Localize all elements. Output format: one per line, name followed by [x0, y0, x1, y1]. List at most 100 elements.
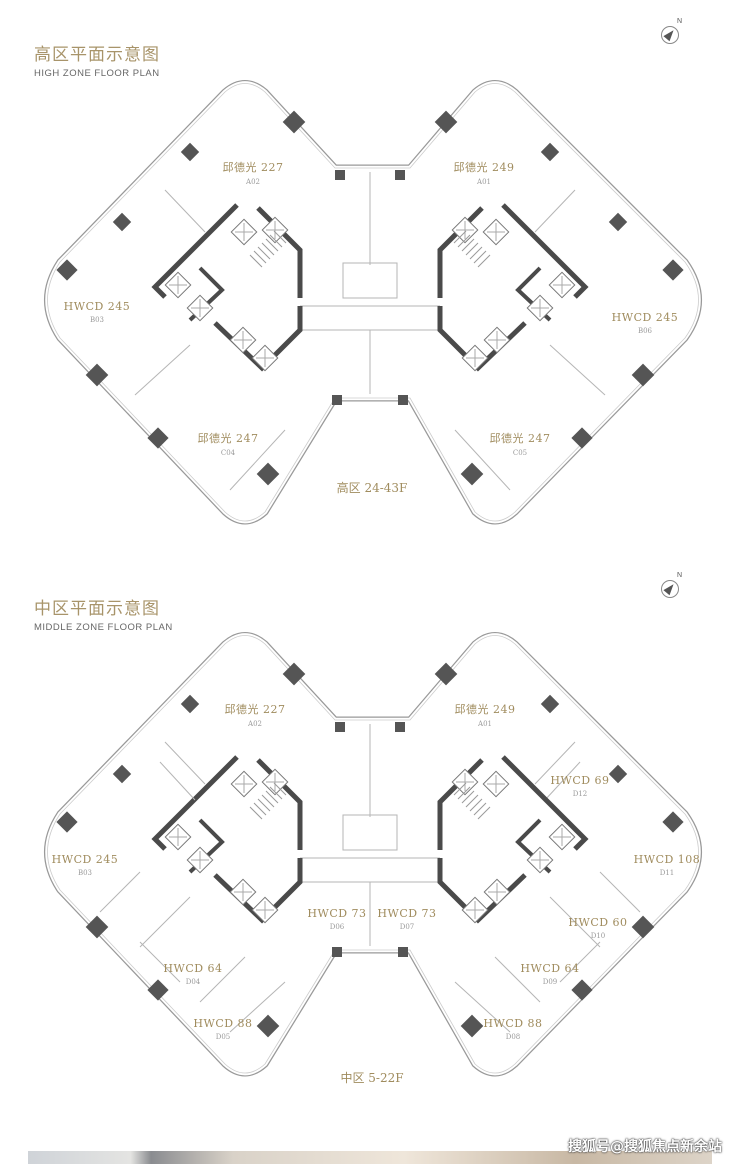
stair-tread	[469, 246, 483, 260]
stair-tread	[461, 238, 475, 252]
stair-tread	[465, 242, 479, 256]
partition-line	[199, 956, 246, 1003]
elevator-cross	[466, 349, 484, 367]
partition-line	[454, 981, 511, 1033]
stair-tread	[469, 798, 483, 812]
elevator-cross	[487, 223, 505, 241]
elevator-cross	[531, 299, 549, 317]
stair-tread	[269, 786, 283, 800]
stair-tread	[253, 250, 267, 264]
elevator-cross	[234, 883, 252, 901]
structural-column	[180, 142, 200, 162]
partition-line	[549, 896, 601, 948]
partition-line	[139, 896, 191, 948]
elevator-cross	[553, 828, 571, 846]
elevator-cross	[266, 773, 284, 791]
north-compass-icon: N	[661, 18, 682, 44]
stair-tread	[465, 794, 479, 808]
structural-column	[112, 764, 132, 784]
elevator-cross	[456, 773, 474, 791]
stair-tread	[457, 786, 471, 800]
structural-column	[434, 110, 458, 134]
structural-column	[662, 811, 684, 833]
stair-tread	[257, 798, 271, 812]
stair-tread	[273, 230, 287, 244]
stair-tread	[477, 806, 491, 820]
elevator-cross	[235, 223, 253, 241]
structural-column	[608, 212, 628, 232]
structural-column	[85, 915, 109, 939]
structural-column	[631, 915, 655, 939]
partition-line	[139, 941, 181, 983]
stair-tread	[473, 250, 487, 264]
elevator-cross	[169, 276, 187, 294]
partition-line	[99, 871, 141, 913]
exterior-glazing	[47, 83, 699, 522]
structural-column	[256, 462, 280, 486]
elevator-cross	[234, 331, 252, 349]
partition-line	[229, 429, 286, 491]
exterior-wall-inner	[45, 633, 701, 1076]
stair-tread	[477, 254, 491, 268]
north-compass-icon: N	[661, 572, 682, 598]
elevator-cross	[553, 276, 571, 294]
stair-tread	[457, 234, 471, 248]
structural-column	[180, 694, 200, 714]
structural-column	[332, 947, 342, 957]
structural-column	[460, 1014, 484, 1038]
elevator-cross	[256, 901, 274, 919]
elevator-cross	[256, 349, 274, 367]
partition-line	[559, 941, 601, 983]
stair-tread	[453, 230, 467, 244]
partition-line	[534, 189, 576, 233]
core-wall	[151, 203, 239, 299]
structural-column	[571, 427, 593, 449]
core-wall	[501, 203, 589, 299]
structural-column	[608, 764, 628, 784]
stair-tread	[269, 234, 283, 248]
structural-column	[540, 694, 560, 714]
structural-column	[256, 1014, 280, 1038]
elevator-cross	[191, 299, 209, 317]
structural-column	[631, 363, 655, 387]
stair-tread	[265, 238, 279, 252]
elevator-cross	[487, 775, 505, 793]
high-zone-floor-plan	[44, 80, 702, 525]
structural-column	[282, 110, 306, 134]
middle-zone-title: 中区平面示意图	[34, 599, 160, 619]
structural-column	[662, 259, 684, 281]
middle-zone-floors: 中区 5-22F	[340, 1071, 404, 1085]
structural-column	[56, 811, 78, 833]
structural-column	[398, 395, 408, 405]
exterior-glazing	[47, 635, 699, 1074]
central-shaft	[342, 262, 398, 299]
structural-column	[540, 142, 560, 162]
stair-tread	[253, 802, 267, 816]
structural-column	[335, 722, 345, 732]
structural-column	[335, 170, 345, 180]
high-zone-floors: 高区 24-43F	[336, 481, 408, 495]
stair-tread	[473, 802, 487, 816]
partition-line	[494, 956, 541, 1003]
stair-tread	[249, 806, 263, 820]
watermark: 搜狐号@搜狐焦点新余站	[568, 1139, 722, 1155]
stair-tread	[453, 782, 467, 796]
elevator-cross	[235, 775, 253, 793]
stair-tread	[249, 254, 263, 268]
structural-column	[395, 722, 405, 732]
core-wall	[501, 755, 589, 851]
